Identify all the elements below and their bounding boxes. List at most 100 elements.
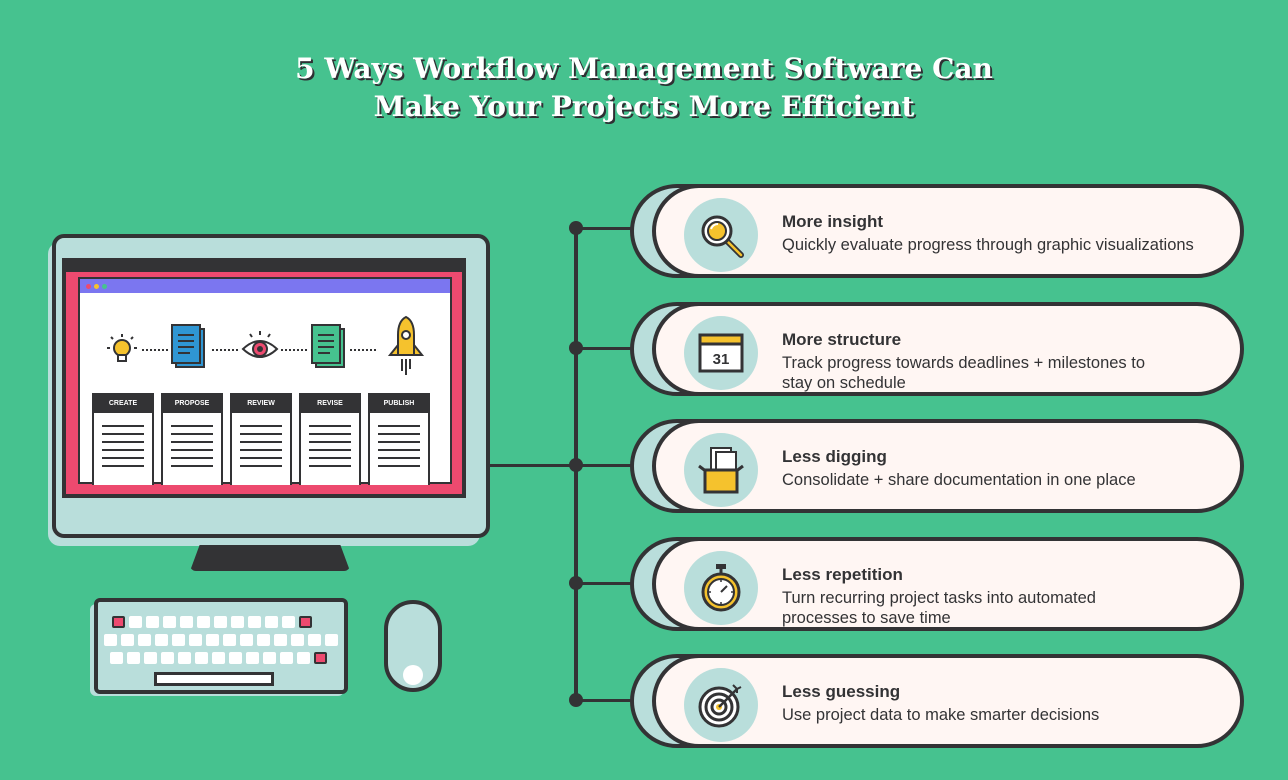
text-line bbox=[171, 433, 213, 435]
text-line bbox=[171, 465, 213, 467]
workflow-step-label: REVISE bbox=[301, 395, 359, 413]
card-body: 31 More structure Track progress towards… bbox=[652, 302, 1244, 396]
keyboard-key-accent bbox=[299, 616, 312, 628]
connector-branch bbox=[576, 699, 636, 702]
keyboard-key bbox=[163, 616, 176, 628]
benefit-title: Less guessing bbox=[782, 682, 901, 701]
connector-node bbox=[569, 458, 583, 472]
document-icon bbox=[171, 324, 205, 368]
text-line bbox=[378, 441, 420, 443]
connector-node bbox=[569, 693, 583, 707]
text-line bbox=[171, 425, 213, 427]
connector-branch bbox=[576, 227, 636, 230]
workflow-step-card: PUBLISH bbox=[368, 393, 430, 485]
calendar-day: 31 bbox=[713, 351, 730, 368]
connector-node bbox=[569, 341, 583, 355]
text-line bbox=[309, 449, 351, 451]
benefit-title: Less digging bbox=[782, 447, 887, 466]
keyboard-key bbox=[248, 616, 261, 628]
keyboard-key bbox=[265, 616, 278, 628]
browser-bar bbox=[80, 279, 450, 293]
keyboard-key bbox=[138, 634, 151, 646]
workflow-step-label: REVIEW bbox=[232, 395, 290, 413]
keyboard-key bbox=[263, 652, 276, 664]
keyboard-key bbox=[231, 616, 244, 628]
text-line bbox=[378, 433, 420, 435]
icon-badge bbox=[684, 433, 758, 507]
keyboard-key bbox=[223, 634, 236, 646]
keyboard-key bbox=[291, 634, 304, 646]
icon-badge bbox=[684, 198, 758, 272]
target-icon bbox=[698, 684, 742, 728]
keyboard-key bbox=[127, 652, 140, 664]
benefit-title: More insight bbox=[782, 212, 884, 231]
card-body: Less repetition Turn recurring project t… bbox=[652, 537, 1244, 631]
text-line bbox=[102, 457, 144, 459]
workflow-step-card: CREATE bbox=[92, 393, 154, 485]
keyboard-key bbox=[308, 634, 321, 646]
keyboard-key bbox=[282, 616, 295, 628]
benefit-card: Less guessing Use project data to make s… bbox=[630, 654, 1244, 748]
text-line bbox=[171, 457, 213, 459]
benefit-description: Track progress towards deadlines + miles… bbox=[782, 354, 1146, 392]
icon-badge bbox=[684, 668, 758, 742]
benefit-card: Less digging Consolidate + share documen… bbox=[630, 419, 1244, 513]
text-line bbox=[102, 465, 144, 467]
connector-node bbox=[569, 221, 583, 235]
screen-bezel bbox=[66, 262, 462, 272]
benefit-title: More structure bbox=[782, 330, 902, 349]
card-body: Less guessing Use project data to make s… bbox=[652, 654, 1244, 748]
keyboard-key bbox=[129, 616, 142, 628]
keyboard bbox=[94, 598, 348, 694]
keyboard-key bbox=[206, 634, 219, 646]
benefit-card: More insight Quickly evaluate progress t… bbox=[630, 184, 1244, 278]
text-line bbox=[378, 449, 420, 451]
benefit-description: Use project data to make smarter decisio… bbox=[782, 706, 1100, 724]
keyboard-key bbox=[178, 652, 191, 664]
keyboard-key bbox=[172, 634, 185, 646]
text-line bbox=[240, 425, 282, 427]
keyboard-key bbox=[246, 652, 259, 664]
keyboard-key bbox=[104, 634, 117, 646]
keyboard-key bbox=[110, 652, 123, 664]
calendar-icon: 31 bbox=[698, 333, 744, 373]
benefit-description: Quickly evaluate progress through graphi… bbox=[782, 236, 1194, 254]
text-line bbox=[309, 457, 351, 459]
text-line bbox=[240, 433, 282, 435]
text-line bbox=[171, 441, 213, 443]
benefit-description: Turn recurring project tasks into automa… bbox=[782, 589, 1096, 627]
document-box-icon bbox=[698, 447, 744, 494]
text-line bbox=[240, 441, 282, 443]
keyboard-key bbox=[257, 634, 270, 646]
window-dot-yellow bbox=[94, 284, 99, 289]
connector-branch bbox=[576, 464, 636, 467]
card-body: More insight Quickly evaluate progress t… bbox=[652, 184, 1244, 278]
title-line-2: Make Your Projects More Efficient bbox=[373, 90, 915, 123]
page-title: 5 Ways Workflow Management Software Can … bbox=[0, 50, 1288, 126]
magnifier-icon bbox=[701, 215, 744, 258]
connector-from-monitor bbox=[488, 464, 578, 467]
keyboard-key-accent bbox=[112, 616, 125, 628]
text-line bbox=[102, 441, 144, 443]
text-line bbox=[240, 449, 282, 451]
text-line bbox=[378, 465, 420, 467]
keyboard-key bbox=[212, 652, 225, 664]
keyboard-key bbox=[214, 616, 227, 628]
text-line bbox=[102, 449, 144, 451]
workflow-diagram bbox=[107, 315, 425, 375]
keyboard-key bbox=[297, 652, 310, 664]
keyboard-key bbox=[146, 616, 159, 628]
monitor-stand bbox=[190, 545, 350, 571]
keyboard-key-accent bbox=[314, 652, 327, 664]
text-line bbox=[102, 433, 144, 435]
card-body: Less digging Consolidate + share documen… bbox=[652, 419, 1244, 513]
text-line bbox=[309, 465, 351, 467]
text-line bbox=[309, 433, 351, 435]
text-line bbox=[378, 457, 420, 459]
icon-badge: 31 bbox=[684, 316, 758, 390]
keyboard-key bbox=[121, 634, 134, 646]
icon-badge bbox=[684, 551, 758, 625]
mouse-wheel bbox=[403, 665, 423, 685]
lightbulb-icon bbox=[107, 334, 137, 362]
